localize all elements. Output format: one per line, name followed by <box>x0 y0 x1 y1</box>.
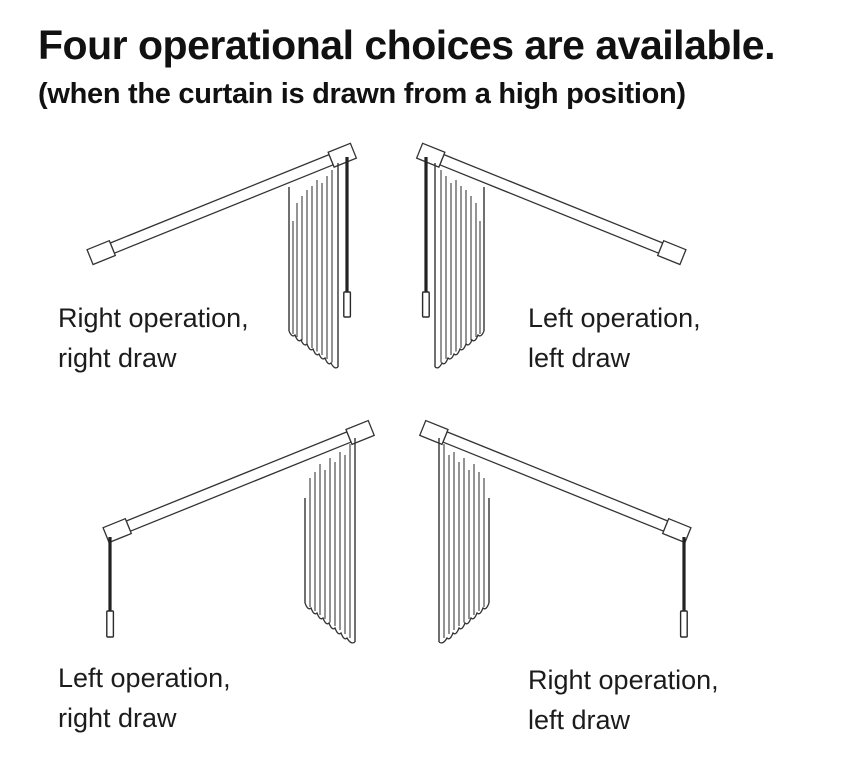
label-line-1: Left operation, <box>58 663 231 693</box>
label-line-2: left draw <box>528 705 631 735</box>
page-subtitle: (when the curtain is drawn from a high p… <box>38 78 686 110</box>
label-line-2: right draw <box>58 703 177 733</box>
label-line-2: left draw <box>528 343 631 373</box>
label-line-2: right draw <box>58 343 177 373</box>
label-line-1: Left operation, <box>528 303 701 333</box>
label-line-1: Right operation, <box>528 665 719 695</box>
diagram-label-bottom-right: Right operation, left draw <box>528 660 719 740</box>
diagram-left-operation-right-draw <box>101 418 376 645</box>
diagram-right-operation-left-draw <box>418 418 693 645</box>
label-line-1: Right operation, <box>58 303 249 333</box>
diagram-label-top-left: Right operation, right draw <box>58 298 249 378</box>
diagram-label-top-right: Left operation, left draw <box>528 298 701 378</box>
page-title: Four operational choices are available. <box>38 22 776 68</box>
diagram-label-bottom-left: Left operation, right draw <box>58 658 231 738</box>
